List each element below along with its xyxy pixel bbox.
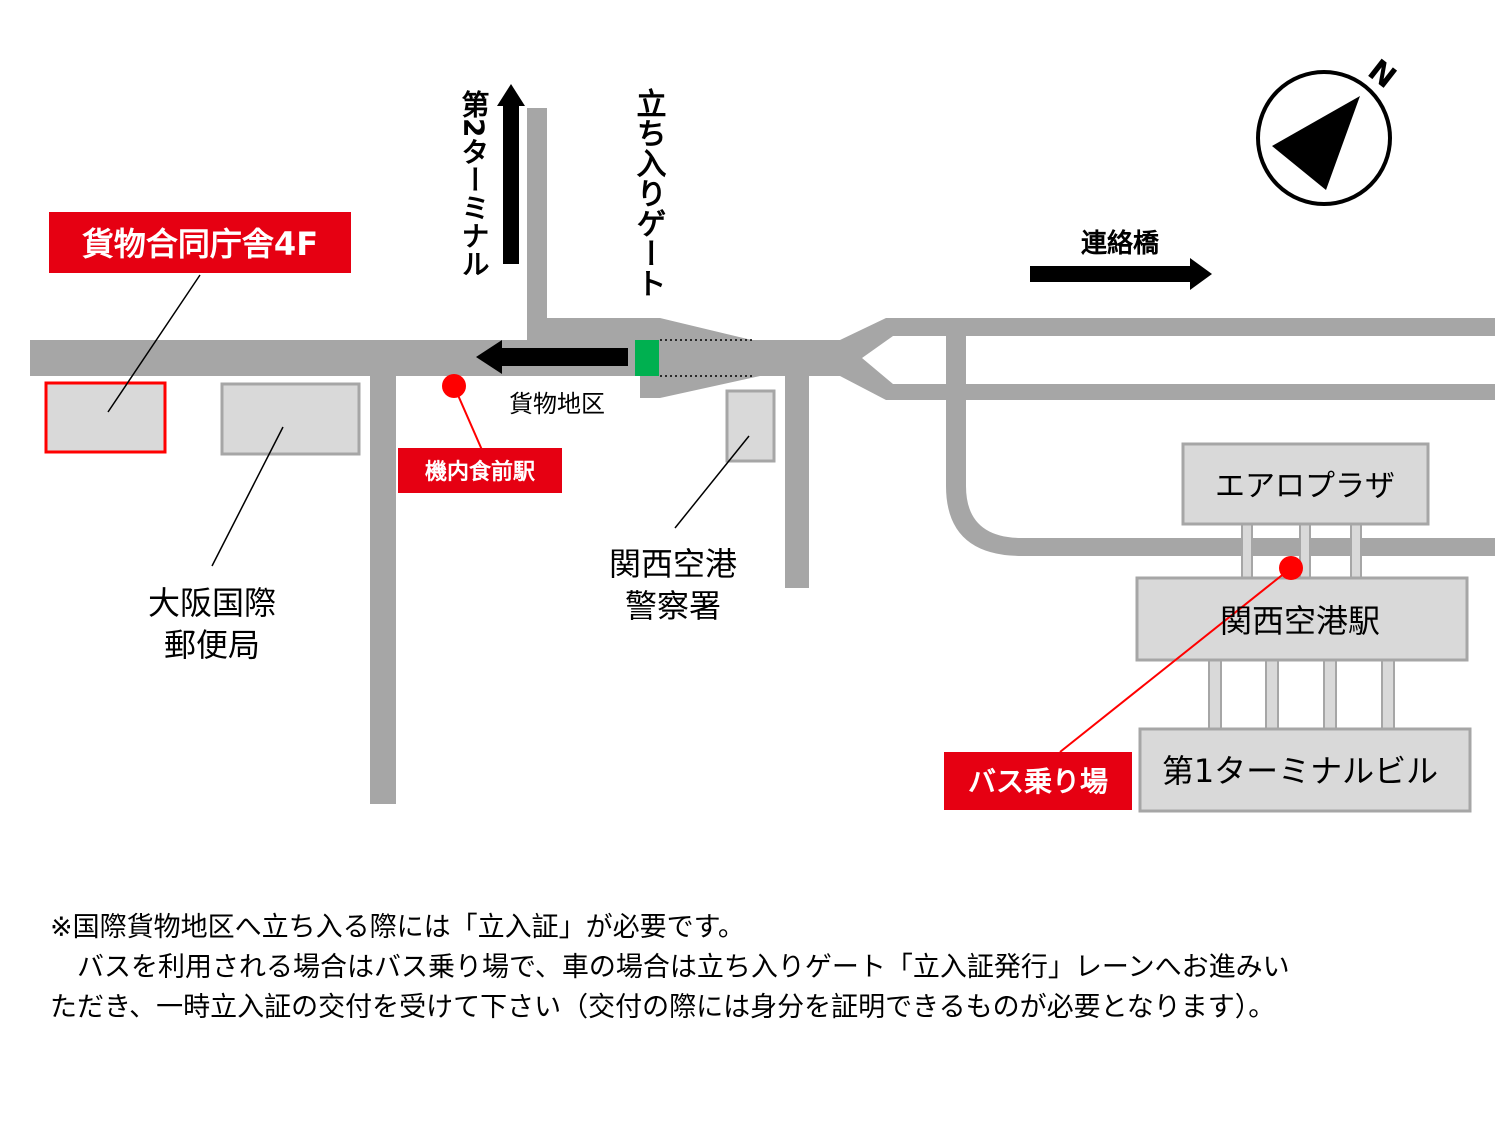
- note-line-3: ただき、一時立入証の交付を受けて下さい（交付の際には身分を証明できるものが必要と…: [50, 992, 1276, 1023]
- kinaishoku-station-marker: [442, 374, 466, 398]
- kinaishoku-label-box: [398, 448, 562, 493]
- arrow-to-bridge: [1030, 258, 1212, 290]
- terminal1-block: [1138, 727, 1472, 813]
- kinaishoku-station-label: 機内食前駅: [425, 459, 535, 485]
- gate-label: 立ち入りゲート: [631, 87, 667, 298]
- cargo-area-label: 貨物地区: [509, 390, 605, 418]
- leader-cargo-building: [107, 274, 201, 413]
- police-label-line2: 警察署: [625, 587, 721, 625]
- connector-pillars: [1208, 523, 1395, 731]
- note-line-1: ※国際貨物地区へ立ち入る際には「立入証」が必要です。: [50, 912, 745, 943]
- road-south-police: [785, 372, 809, 588]
- bridge-label: 連絡橋: [1081, 228, 1160, 259]
- aeroplaza-label: エアロプラザ: [1215, 469, 1395, 504]
- arrow-to-terminal2: [497, 84, 525, 264]
- bus-stop-label: バス乗り場: [968, 765, 1108, 798]
- police-block: [725, 389, 776, 463]
- gate-marker: [635, 340, 659, 376]
- note-line-2: バスを利用される場合はバス乗り場で、車の場合は立ち入りゲート「立入証発行」レーン…: [50, 952, 1290, 983]
- post-office-label-line2: 郵便局: [164, 626, 260, 664]
- road-network: [30, 108, 1495, 804]
- road-to-bridge: [840, 318, 1495, 400]
- bus-stop-marker: [1279, 556, 1303, 580]
- notes-section: ※国際貨物地区へ立ち入る際には「立入証」が必要です。 バスを利用される場合はバス…: [50, 908, 1470, 1028]
- kix-station-label: 関西空港駅: [1220, 602, 1380, 640]
- cargo-building-label-box: [49, 212, 351, 273]
- cargo-building-label: 貨物合同庁舎4F: [82, 225, 318, 263]
- north-compass-icon: N: [1256, 53, 1402, 206]
- map-canvas: 貨物合同庁舎4F 機内食前駅 バス乗り場 第2ターミナル 立ち入りゲート 連絡橋…: [30, 53, 1495, 813]
- post-office-block: [220, 382, 361, 456]
- leader-bus-stop: [1059, 567, 1292, 753]
- police-label-line1: 関西空港: [609, 545, 737, 583]
- bus-stop-label-box: [944, 752, 1132, 810]
- road-south-west: [370, 370, 396, 804]
- arrow-westbound: [476, 340, 628, 374]
- leader-post-office: [211, 426, 284, 567]
- aeroplaza-block: [1181, 442, 1430, 526]
- cargo-building-block: [44, 381, 167, 454]
- road-loop-vertical: [946, 336, 966, 486]
- terminal1-label: 第1ターミナルビル: [1162, 752, 1438, 790]
- terminal2-label: 第2ターミナル: [458, 89, 491, 278]
- post-office-label-line1: 大阪国際: [148, 584, 276, 622]
- leader-police: [674, 435, 750, 529]
- road-to-terminal2: [527, 108, 547, 358]
